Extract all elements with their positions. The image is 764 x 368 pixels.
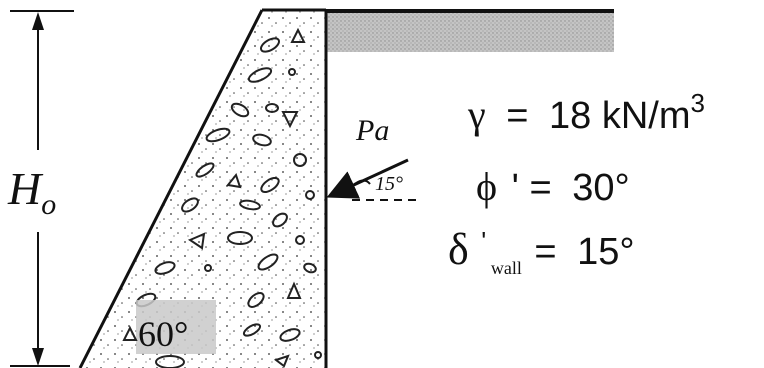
force-arrow bbox=[326, 158, 409, 199]
base-angle-small-triangle bbox=[122, 325, 138, 341]
base-angle-label: 60° bbox=[138, 314, 188, 354]
wall-sloped-face bbox=[78, 9, 264, 368]
wall-friction-property: δ ' wall = 15° bbox=[448, 217, 635, 283]
height-label: Ho bbox=[7, 163, 56, 221]
friction-angle-property: ϕ ' = 30° bbox=[476, 164, 630, 209]
height-arrow-down-icon bbox=[32, 348, 44, 366]
force-angle-arc bbox=[351, 179, 371, 187]
base-angle-highlight bbox=[136, 300, 216, 354]
force-label: Pa bbox=[355, 114, 389, 147]
unit-weight-property: γ = 18 kN/m3 bbox=[467, 88, 705, 137]
aggregate-shapes bbox=[135, 27, 322, 368]
force-angle-label: 15° bbox=[375, 173, 403, 195]
concrete-stipple bbox=[78, 10, 326, 368]
height-dimension bbox=[10, 10, 74, 367]
backfill-surface bbox=[326, 12, 614, 52]
height-arrow-up-icon bbox=[32, 12, 44, 30]
